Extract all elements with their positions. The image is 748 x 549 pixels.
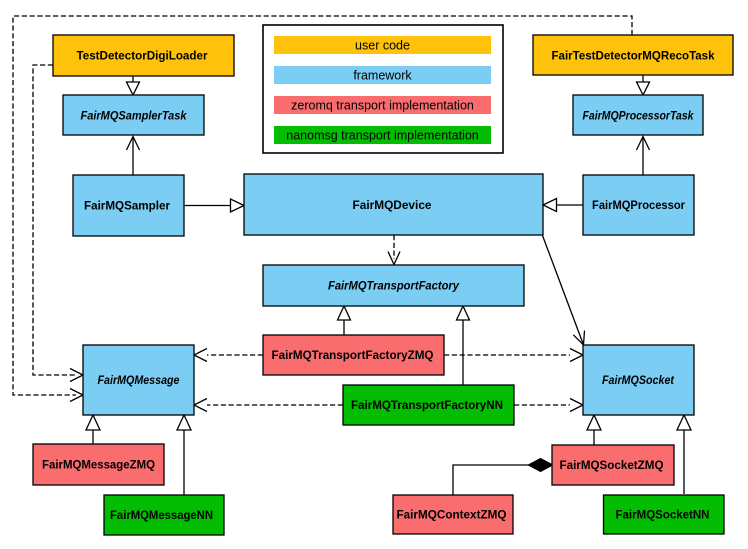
- svg-text:FairMQSamplerTask: FairMQSamplerTask: [81, 109, 188, 123]
- svg-text:FairTestDetectorMQRecoTask: FairTestDetectorMQRecoTask: [552, 49, 715, 63]
- svg-text:FairMQTransportFactoryZMQ: FairMQTransportFactoryZMQ: [272, 348, 434, 362]
- svg-text:FairMQProcessor: FairMQProcessor: [592, 198, 685, 212]
- svg-text:zeromq transport implementatio: zeromq transport implementation: [291, 99, 474, 113]
- svg-text:FairMQMessage: FairMQMessage: [98, 373, 180, 387]
- svg-text:FairMQSampler: FairMQSampler: [84, 199, 170, 213]
- svg-text:FairMQMessageZMQ: FairMQMessageZMQ: [42, 458, 155, 472]
- svg-text:FairMQSocket: FairMQSocket: [602, 373, 675, 387]
- svg-text:TestDetectorDigiLoader: TestDetectorDigiLoader: [77, 49, 208, 63]
- svg-text:FairMQSocketZMQ: FairMQSocketZMQ: [560, 458, 664, 472]
- svg-text:FairMQProcessorTask: FairMQProcessorTask: [583, 109, 695, 123]
- svg-text:FairMQSocketNN: FairMQSocketNN: [616, 508, 710, 522]
- svg-text:framework: framework: [353, 69, 412, 83]
- svg-text:FairMQTransportFactoryNN: FairMQTransportFactoryNN: [351, 398, 503, 412]
- svg-text:FairMQContextZMQ: FairMQContextZMQ: [397, 508, 507, 522]
- svg-text:FairMQDevice: FairMQDevice: [353, 198, 432, 212]
- svg-text:FairMQMessageNN: FairMQMessageNN: [110, 508, 213, 522]
- svg-text:nanomsg transport implementati: nanomsg transport implementation: [286, 129, 479, 143]
- svg-text:FairMQTransportFactory: FairMQTransportFactory: [328, 279, 460, 293]
- svg-text:user code: user code: [355, 39, 410, 53]
